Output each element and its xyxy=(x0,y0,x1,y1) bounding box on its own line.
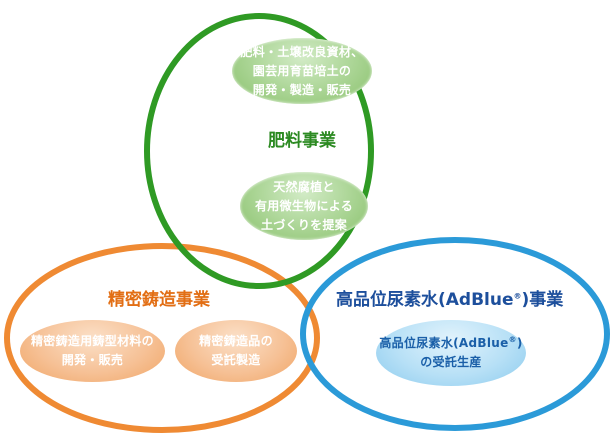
fertilizer-pill-development: 肥料・土壌改良資材、 園芸用育苗培土の 開発・製造・販売 xyxy=(232,38,372,104)
pill-line: 土づくりを提案 xyxy=(260,217,348,232)
pill-line: 開発・製造・販売 xyxy=(252,82,352,97)
adblue-pill-production: 高品位尿素水(AdBlue®) の受託生産 xyxy=(376,320,526,386)
casting-pill-manufacture: 精密鋳造品の 受託製造 xyxy=(175,320,297,382)
pill-line: 高品位尿素水(AdBlue®) xyxy=(379,334,522,353)
casting-title: 精密鋳造事業 xyxy=(108,290,210,310)
pill-line-main: 高品位尿素水(AdBlue xyxy=(379,336,509,350)
pill-line: 開発・販売 xyxy=(61,353,124,367)
fertilizer-pill-soil: 天然腐植と 有用微生物による 土づくりを提案 xyxy=(240,172,368,240)
pill-line: 肥料・土壌改良資材、 xyxy=(240,44,364,59)
pill-line: 精密鋳造用鋳型材料の xyxy=(30,334,154,348)
casting-ring xyxy=(4,243,320,433)
fertilizer-title: 肥料事業 xyxy=(268,131,336,151)
adblue-title-end: )事業 xyxy=(521,290,564,310)
registered-mark: ® xyxy=(508,335,517,344)
casting-pill-materials: 精密鋳造用鋳型材料の 開発・販売 xyxy=(20,320,165,382)
pill-line: 有用微生物による xyxy=(254,198,354,213)
pill-line-end: ) xyxy=(516,336,523,350)
pill-line: 受託製造 xyxy=(211,353,261,367)
fertilizer-ring xyxy=(144,13,374,289)
pill-line: 天然腐植と xyxy=(273,179,335,194)
adblue-title: 高品位尿素水(AdBlue®)事業 xyxy=(336,285,563,310)
pill-line: の受託生産 xyxy=(420,355,482,369)
adblue-title-main: 高品位尿素水(AdBlue xyxy=(336,290,514,310)
pill-line: 園芸用育苗培土の xyxy=(252,63,352,78)
adblue-ring xyxy=(300,237,610,431)
registered-mark: ® xyxy=(513,291,522,301)
pill-line: 精密鋳造品の xyxy=(199,334,273,348)
